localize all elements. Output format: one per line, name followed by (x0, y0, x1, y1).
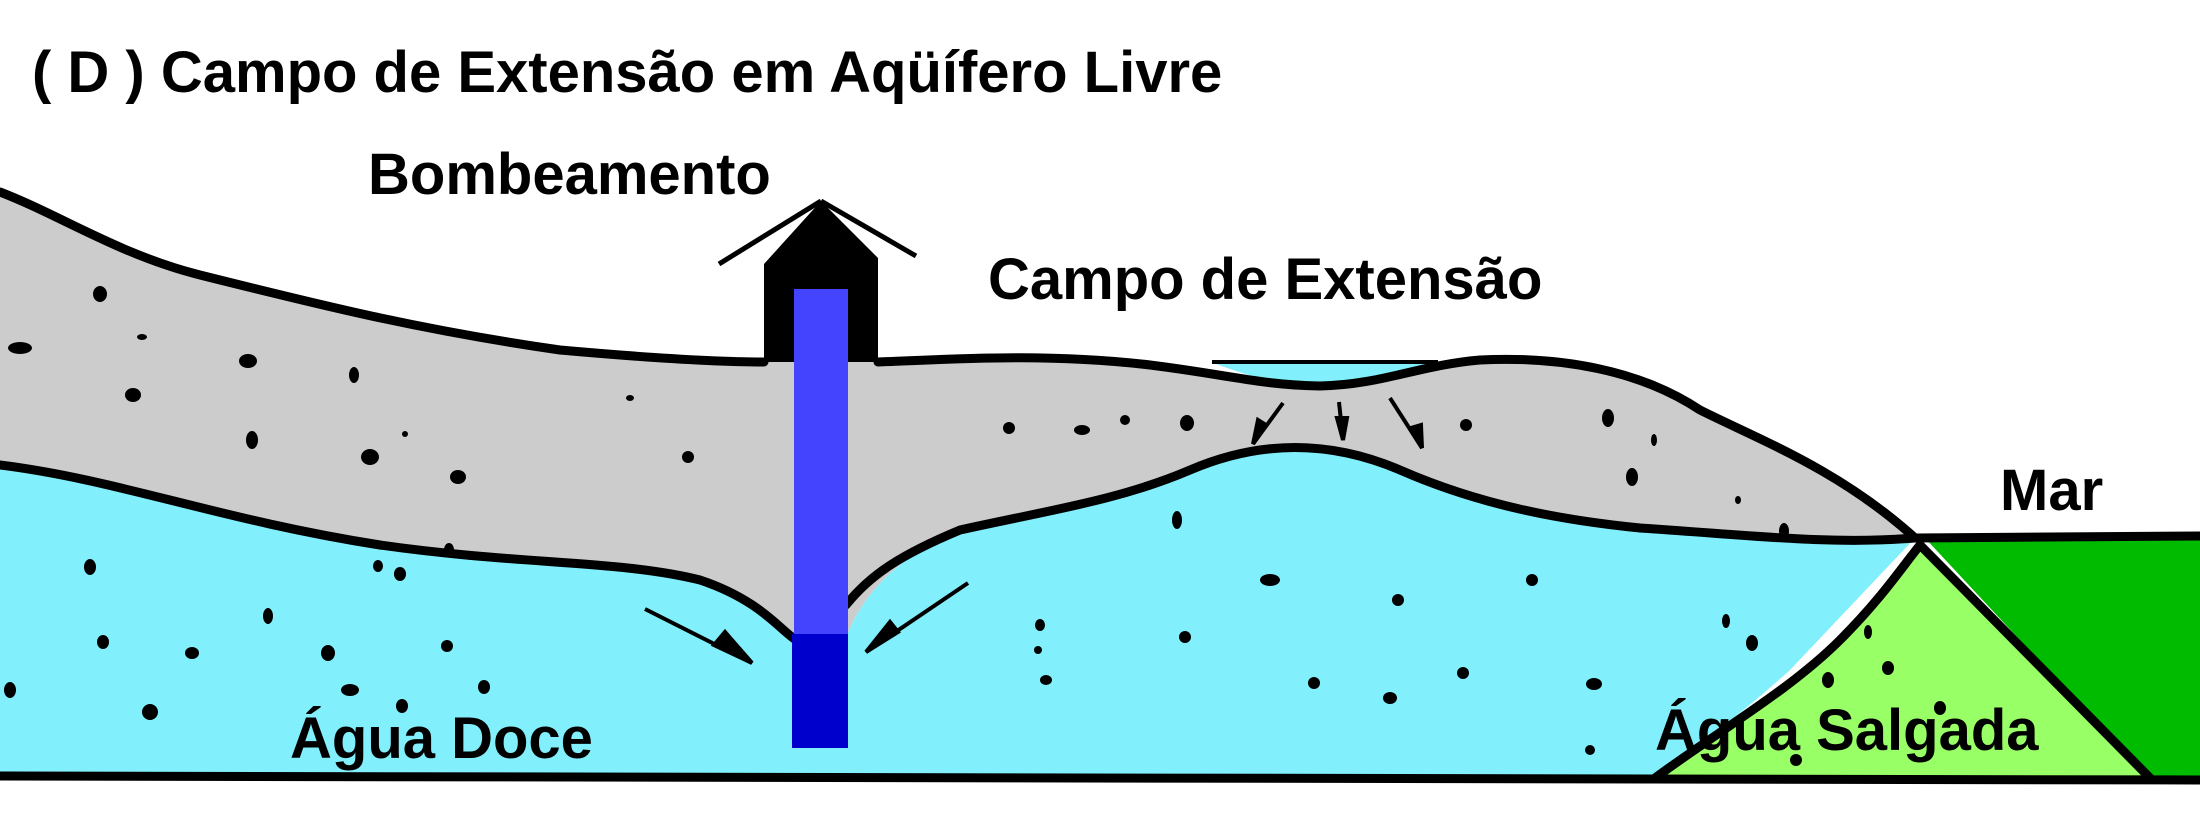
recharge-pond (1210, 362, 1440, 388)
sea-region (1925, 536, 2200, 780)
fresh-water-region (0, 447, 1915, 780)
arrow-icon (864, 581, 970, 654)
pumping-label: Bombeamento (368, 142, 771, 207)
house-icon (717, 198, 918, 362)
fresh-water-label: Água Doce (290, 706, 593, 771)
diagram-title: ( D ) Campo de Extensão em Aqüífero Livr… (32, 40, 1223, 105)
outlines (0, 187, 2200, 785)
salt-water-label: Água Salgada (1655, 698, 2039, 763)
well-upper (794, 289, 848, 634)
extension-field-label: Campo de Extensão (988, 247, 1543, 312)
flow-arrows (644, 396, 1424, 665)
sea-label: Mar (2000, 458, 2104, 523)
sediment-dots (4, 286, 1946, 766)
salt-water-wedge (1660, 545, 2150, 780)
arrow-icon (644, 607, 754, 665)
arrow-icon (1388, 396, 1424, 450)
unsaturated-zone (0, 192, 1915, 640)
well-lower (792, 634, 848, 748)
arrow-icon (1334, 401, 1350, 441)
arrow-icon (1251, 401, 1285, 446)
